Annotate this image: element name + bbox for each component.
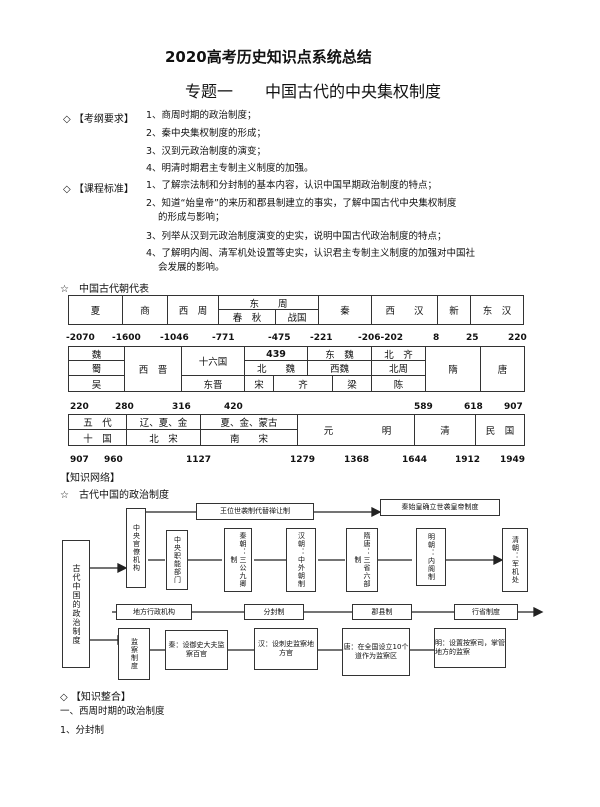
kaogang-item: 4、明清时期君主专制主义制度的加强。	[146, 163, 314, 174]
year-label: 1912	[455, 455, 481, 465]
junxian-box: 郡县制	[352, 604, 412, 620]
dynasty-dongjin: 东晋	[181, 375, 245, 392]
year-label: 907	[70, 455, 89, 465]
year-label: 420	[224, 402, 243, 412]
dynasty-table-heading: ☆ 中国古代朝代表	[60, 284, 149, 295]
kaogang-item: 2、秦中央集权制度的形成；	[146, 128, 267, 139]
year-label: -2070	[66, 333, 95, 343]
knowledge-integration-label: ◇ 【知识整合】	[60, 692, 131, 703]
suitang-sansheng-box: 隋唐：三省六部制	[346, 528, 378, 592]
year-label: 1644	[402, 455, 428, 465]
year-label: 1127	[186, 455, 212, 465]
kecheng-label: ◇ 【课程标准】	[63, 184, 134, 195]
dynasty-qing: 清	[414, 414, 476, 446]
local-admin-box: 地方行政机构	[116, 604, 192, 620]
central-bureaucracy-box: 中央官僚机构	[126, 508, 146, 588]
year-label: 618	[464, 402, 483, 412]
dynasty-xihan: 西 汉	[371, 295, 438, 325]
dynasty-minguo: 民 国	[475, 414, 525, 446]
dynasty-sui: 隋	[425, 346, 481, 392]
kecheng-item: 2、知道“始皇帝”的来历和郡县制建立的事实，了解中国古代中央集权制度	[146, 198, 457, 209]
supervision-box: 监察制度	[118, 628, 150, 680]
year-label: -475	[268, 333, 291, 343]
year-label: 960	[104, 455, 123, 465]
dynasty-nansong: 南 宋	[200, 429, 298, 446]
supervision-ming-box: 明：设置按察司，掌管地方的监察	[434, 628, 506, 668]
kaogang-label: ◇ 【考纲要求】	[63, 114, 134, 125]
year-label: -206-202	[358, 333, 404, 343]
kaogang-item: 3、汉到元政治制度的演变；	[146, 146, 267, 157]
emperor-system-box: 秦始皇确立世袭皇帝制度	[380, 499, 500, 516]
kecheng-item: 的形成与影响；	[158, 212, 225, 223]
kecheng-item: 1、了解宗法制和分封制的基本内容，认识中国早期政治制度的特点；	[146, 180, 438, 191]
year-label: -221	[310, 333, 333, 343]
year-label: 220	[70, 402, 89, 412]
kaogang-item: 1、商周时期的政治制度；	[146, 110, 257, 121]
ming-neige-box: 明朝：内阁制	[416, 528, 446, 586]
xingsheng-box: 行省制度	[454, 604, 518, 620]
throne-succession-box: 王位世袭制代替禅让制	[196, 503, 314, 520]
year-label: -771	[212, 333, 235, 343]
dynasty-wu: 吴	[68, 375, 125, 392]
year-label: -1600	[112, 333, 141, 343]
year-label: 8	[433, 333, 440, 343]
dynasty-tang: 唐	[480, 346, 525, 392]
dynasty-qin: 秦	[318, 295, 372, 325]
dynasty-shang: 商	[122, 295, 168, 325]
supervision-han-box: 汉：设刺史监察地方官	[254, 628, 318, 670]
dynasty-xijin: 西 晋	[124, 346, 182, 392]
kecheng-item: 3、列举从汉到元政治制度演变的史实，说明中国古代政治制度的特点；	[146, 231, 447, 242]
year-label: 907	[504, 402, 523, 412]
dynasty-yuan: 元	[297, 414, 360, 446]
kecheng-item: 4、了解明内阁、清军机处设置等史实，认识君主专制主义制度的加强对中国社	[146, 248, 476, 259]
knowledge-network-label: 【知识网络】	[60, 473, 120, 484]
dynasty-xizhou: 西 周	[167, 295, 219, 325]
dynasty-xin: 新	[437, 295, 471, 325]
part-heading: 一、西周时期的政治制度	[60, 706, 165, 717]
qin-sangong-box: 秦朝：三公九卿制	[224, 528, 252, 592]
document-title: 2020高考历史知识点系统总结	[165, 48, 372, 66]
document-subtitle: 专题一 中国古代的中央集权制度	[185, 82, 442, 101]
qing-junjichu-box: 清朝：军机处	[502, 528, 528, 592]
year-label: -1046	[160, 333, 189, 343]
year-label: 1279	[290, 455, 316, 465]
diagram-root: 古代中国的政治制度	[62, 540, 90, 668]
han-chao-box: 汉朝：中外朝制	[286, 528, 316, 592]
year-label: 1949	[500, 455, 526, 465]
diagram-heading: ☆ 古代中国的政治制度	[60, 490, 169, 501]
supervision-qin-box: 秦：设御史大夫监察百官	[165, 630, 228, 670]
supervision-tang-box: 唐：在全国设立10个道作为监察区	[342, 628, 410, 676]
year-label: 589	[414, 402, 433, 412]
kecheng-item: 会发展的影响。	[158, 262, 225, 273]
year-label: 280	[115, 402, 134, 412]
dynasty-ming: 明	[359, 414, 415, 446]
central-function-box: 中央职能部门	[166, 530, 188, 590]
year-label: 1368	[344, 455, 370, 465]
year-label: 220	[508, 333, 527, 343]
year-label: 25	[466, 333, 479, 343]
fenfeng-box: 分封制	[244, 604, 304, 620]
item-heading: 1、分封制	[60, 725, 105, 736]
dynasty-donghan: 东 汉	[470, 295, 524, 325]
year-label: 316	[172, 402, 191, 412]
